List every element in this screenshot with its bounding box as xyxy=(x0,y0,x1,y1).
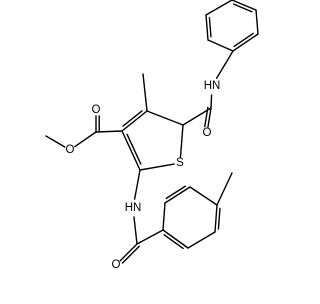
bond-ar5-ar6-second xyxy=(165,185,186,200)
atom-label-ring-sulfur: S xyxy=(176,157,184,169)
bond-tC5-am1C xyxy=(182,107,212,126)
bond-ar1-ar2 xyxy=(162,229,189,249)
atom-label-amide-nh-bottom: HN xyxy=(125,202,142,214)
bond-ar4-ar5 xyxy=(189,186,218,206)
bond-nh2-am2C xyxy=(133,216,138,245)
bond-ph5-ph6 xyxy=(205,14,209,41)
atom-labels: HN O O O S HN O xyxy=(66,80,221,271)
bond-ph3-ph4 xyxy=(231,0,257,11)
bond-tS-tC2 xyxy=(139,163,175,171)
bond-am1C-am1O xyxy=(207,107,212,128)
atom-label-ester-o-methoxy: O xyxy=(66,144,75,156)
bond-tC2-tC3 xyxy=(121,130,141,171)
bond-ar4-arMe xyxy=(216,172,233,206)
bond-am1N-ph1 xyxy=(215,50,234,79)
bond-tC2-nh2 xyxy=(133,169,141,200)
bond-lines xyxy=(45,0,259,264)
atom-label-ester-o-carbonyl: O xyxy=(92,104,101,116)
bond-ph6-ph1 xyxy=(207,39,234,52)
molecule-structure: HN O O O S HN O xyxy=(45,0,259,271)
bond-tC3-tC4-second xyxy=(122,110,143,127)
bond-tC3-tC4 xyxy=(121,110,148,132)
bond-ph1-ph2 xyxy=(232,33,259,52)
bond-esC-esO2 xyxy=(74,131,97,148)
bond-ar1-ar2-second xyxy=(163,234,184,250)
bond-am1C-am1N xyxy=(210,94,213,109)
bond-ar5-ar6 xyxy=(164,186,191,204)
bond-ph4-ph5 xyxy=(205,0,233,16)
bond-ph2-ph3 xyxy=(255,9,259,35)
bond-ar3-ar4-second xyxy=(217,207,221,230)
bond-tC4-tC5 xyxy=(146,110,184,126)
bond-ar2-ar3 xyxy=(187,231,216,249)
bond-ar6-ar1 xyxy=(162,202,166,231)
bond-ph5-ph6-second xyxy=(208,17,212,38)
bond-tC2-tC3-second xyxy=(126,133,142,165)
bond-am2C-ar1 xyxy=(136,229,164,245)
bond-tC3-esC xyxy=(95,130,123,133)
bond-tC4-me4 xyxy=(142,73,148,112)
bond-tC5-tS xyxy=(179,124,184,158)
bond-am2C-am2O xyxy=(119,243,138,262)
bond-am2C-am2O-second xyxy=(121,245,140,264)
bond-ph1-ph2-second xyxy=(233,32,254,48)
atom-label-amide-o-bottom: O xyxy=(112,259,121,271)
bond-am1C-am1O-second xyxy=(204,106,209,128)
atom-label-amide-o-top: O xyxy=(203,127,212,139)
bond-esO2-esMe xyxy=(45,135,66,148)
atom-label-amide-nh-top: HN xyxy=(204,80,221,92)
bond-ph3-ph4-second xyxy=(232,3,253,13)
bond-ar3-ar4 xyxy=(214,204,218,233)
